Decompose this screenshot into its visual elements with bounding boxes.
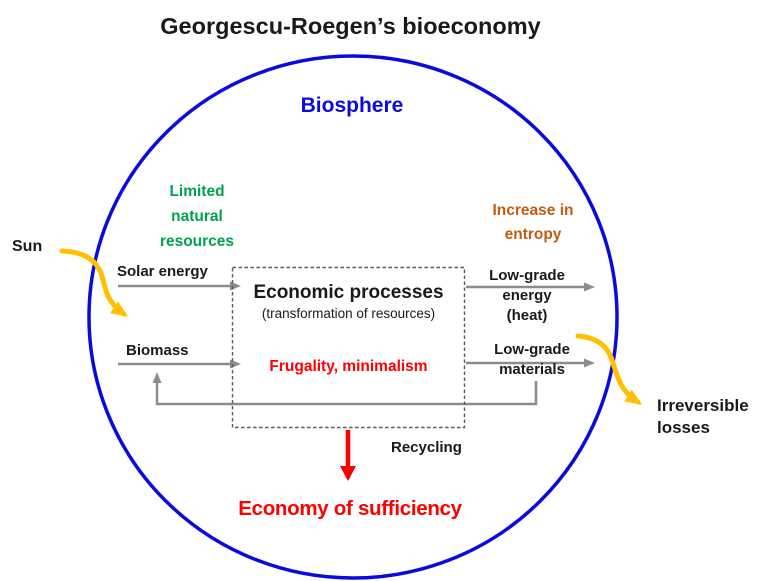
label-line: resources <box>159 233 235 250</box>
label-line: Limited <box>169 183 225 200</box>
diagram-title: Georgescu-Roegen’s bioeconomy <box>160 13 541 39</box>
frugality-minimalism-label: Frugality, minimalism <box>269 358 428 375</box>
biomass-label: Biomass <box>126 342 189 359</box>
label-line: materials <box>499 361 565 378</box>
label-line: Low-grade <box>489 267 565 284</box>
irreversible-losses-arrow <box>575 333 643 405</box>
recycling-label: Recycling <box>391 439 462 456</box>
low-grade-energy-label: Low-grade energy (heat) <box>481 266 573 326</box>
low-grade-materials-label: Low-grade materials <box>482 340 582 380</box>
recycling-loop-arrow <box>152 372 538 406</box>
biosphere-circle <box>87 54 619 580</box>
label-line: Increase in <box>492 202 574 219</box>
economic-processes-box <box>231 266 466 429</box>
limited-resources-label: Limited natural resources <box>147 179 247 254</box>
label-line: Irreversible <box>657 396 749 415</box>
solar-energy-label: Solar energy <box>117 263 208 280</box>
label-line: natural <box>171 208 223 225</box>
label-line: (heat) <box>506 307 548 324</box>
label-line: energy <box>502 287 552 304</box>
label-line: Low-grade <box>494 341 570 358</box>
biosphere-label: Biosphere <box>300 94 404 117</box>
sun-input-arrow <box>59 248 129 317</box>
economic-processes-title: Economic processes <box>253 282 444 303</box>
label-line: entropy <box>504 226 562 243</box>
economy-of-sufficiency-label: Economy of sufficiency <box>238 497 462 520</box>
sun-label: Sun <box>12 238 43 255</box>
increase-entropy-label: Increase in entropy <box>477 199 589 247</box>
economic-processes-subtitle: (transformation of resources) <box>261 306 436 321</box>
label-line: losses <box>657 418 710 437</box>
irreversible-losses-label: Irreversible losses <box>657 395 749 439</box>
